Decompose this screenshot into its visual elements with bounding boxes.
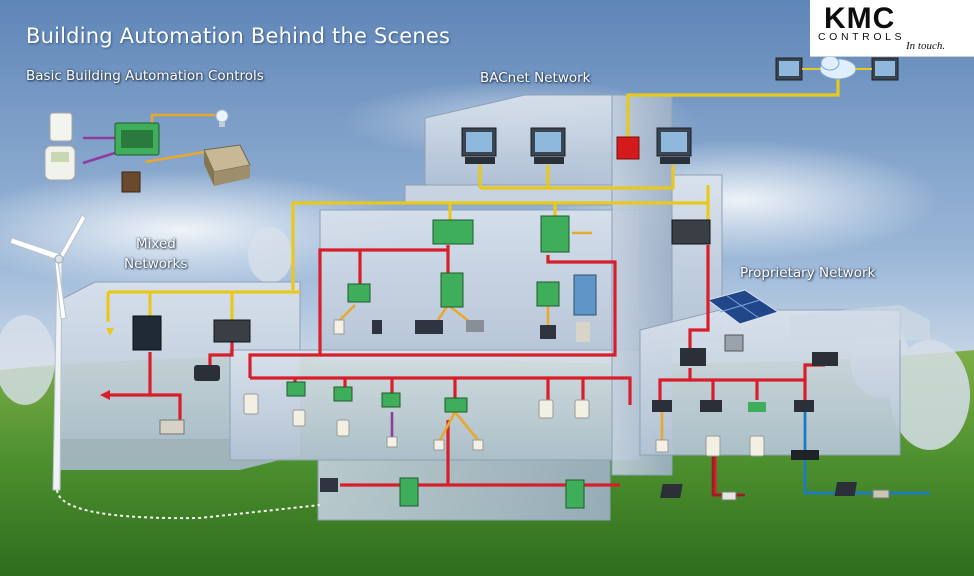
firewall-icon (616, 136, 640, 160)
controller-icon (132, 315, 162, 351)
wind-turbine-icon (9, 214, 321, 520)
thermostat-icon (243, 393, 590, 437)
sensor-icon (320, 436, 484, 492)
bacnet-backbone (106, 72, 840, 322)
kmc-controls-logo: KMC CONTROLS In touch. (810, 0, 974, 57)
controller-icon (347, 283, 371, 303)
workstation-icon (461, 127, 497, 164)
laptop-icon (660, 482, 890, 501)
mixed-networks-label-line1: Mixed (136, 236, 176, 252)
controller-icon (671, 219, 711, 245)
workstation-icon (530, 127, 566, 164)
actuator-icon (121, 171, 141, 193)
solar-panel-icon (706, 289, 780, 325)
controller-icon (432, 219, 474, 245)
basic-controls-label: Basic Building Automation Controls (26, 68, 264, 84)
mixed-networks-label-line2: Networks (124, 256, 188, 272)
display-icon (194, 365, 220, 381)
controller-icon (286, 381, 585, 509)
controller-icon (536, 281, 560, 307)
controller-icon (213, 319, 251, 343)
logo-wordmark: KMC (824, 2, 896, 35)
controller-icon (652, 352, 838, 412)
logo-subline: CONTROLS (818, 31, 906, 43)
workstation-icon (656, 127, 692, 164)
controller-icon (540, 215, 570, 253)
workstation-icon (871, 57, 899, 81)
flow-arrows (100, 328, 114, 400)
sensor-icon (159, 419, 185, 435)
bacnet-network-label: BACnet Network (480, 70, 591, 86)
controller-icon (680, 348, 706, 366)
inverter-icon (724, 334, 744, 352)
proprietary-network-building (639, 305, 930, 456)
diagram-title: Building Automation Behind the Scenes (26, 24, 451, 48)
proprietary-network-label: Proprietary Network (740, 265, 876, 281)
controller-icon (114, 122, 160, 156)
controller-icon (440, 272, 464, 308)
sky-cloud (0, 170, 410, 290)
workstation-icon (775, 57, 803, 81)
thermostat-icon (655, 435, 765, 457)
access-panel-icon (573, 274, 597, 316)
cloud-icon (819, 55, 857, 80)
logo-tagline: In touch. (906, 40, 946, 52)
thermostat-icon (44, 112, 76, 181)
light-bulb-icon (215, 109, 229, 127)
tree-cluster-left (0, 227, 292, 405)
sensor-icon (333, 319, 590, 342)
air-handler-icon (203, 144, 251, 186)
router-icon (791, 450, 819, 460)
